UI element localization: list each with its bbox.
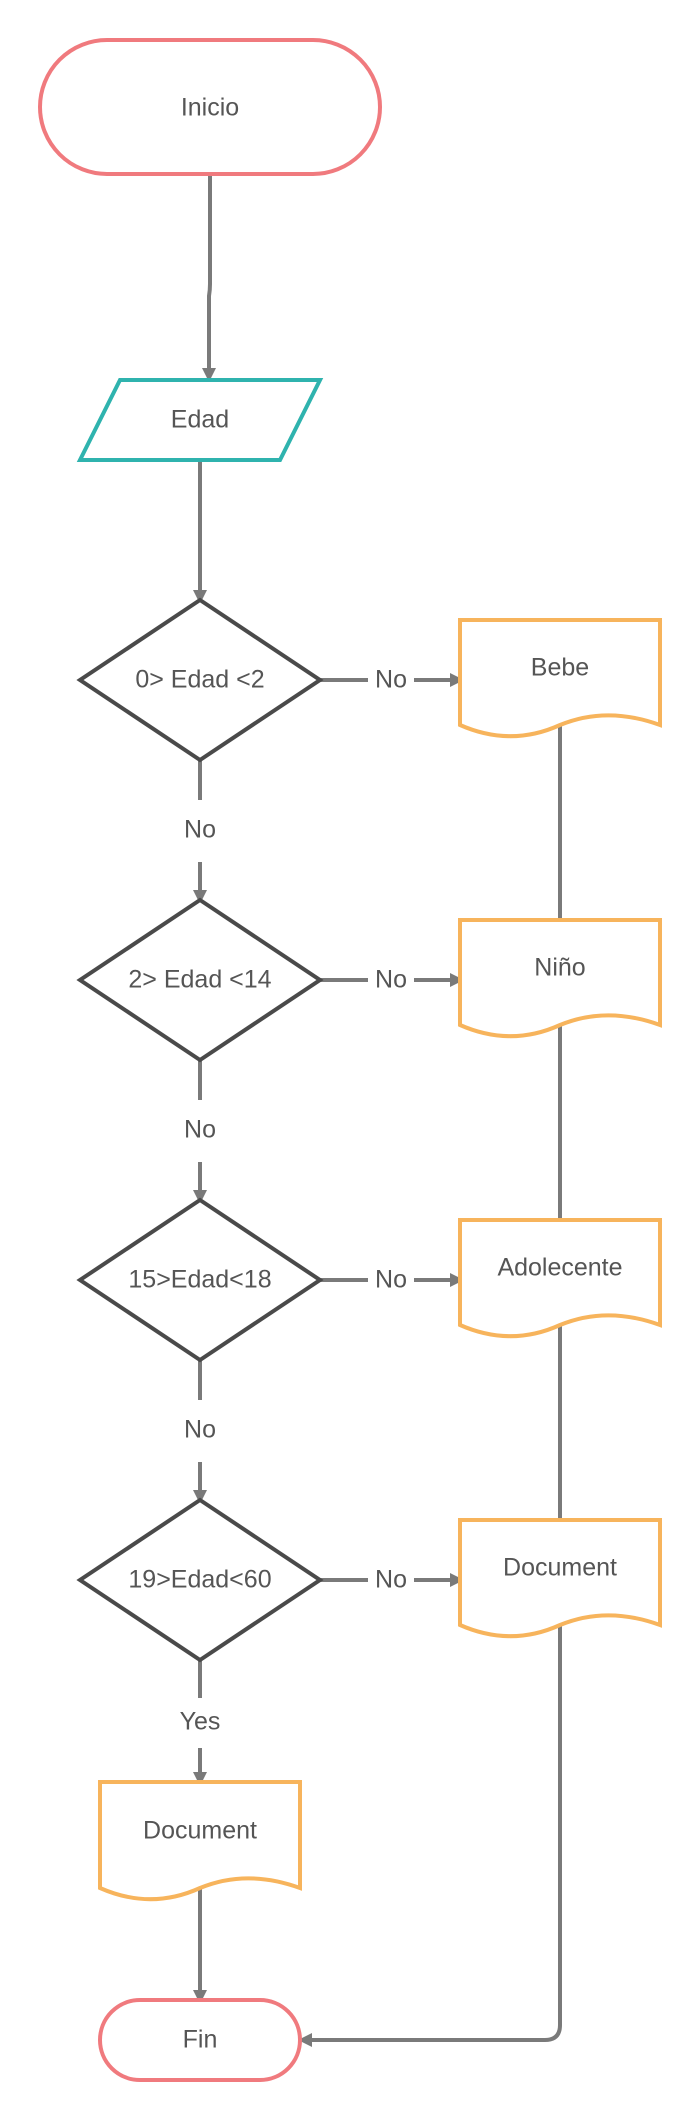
end-label: Fin: [183, 2026, 218, 2054]
start-terminal[interactable]: Inicio: [38, 38, 382, 176]
decision-1-label: 0> Edad <2: [135, 666, 264, 694]
edge-label-d3-down: No: [184, 1416, 216, 1444]
input-label: Edad: [171, 406, 229, 434]
decision-1[interactable]: 0> Edad <2: [76, 597, 324, 763]
edge-docs-to-end: [298, 725, 562, 2047]
decision-3-label: 15>Edad<18: [128, 1266, 271, 1294]
document-right-4[interactable]: Document: [458, 1518, 662, 1639]
edge-label-d2-down: No: [184, 1116, 216, 1144]
start-label: Inicio: [181, 94, 239, 122]
edge-label-d1-right: No: [375, 666, 407, 694]
edge-label-d2-right: No: [375, 966, 407, 994]
decision-2[interactable]: 2> Edad <14: [76, 897, 324, 1063]
end-terminal[interactable]: Fin: [98, 1998, 302, 2082]
edge-label-d4-right: No: [375, 1566, 407, 1594]
decision-3[interactable]: 15>Edad<18: [76, 1197, 324, 1363]
document-adolecente-label: Adolecente: [497, 1254, 622, 1282]
edge-start-to-input: [202, 176, 216, 382]
document-right-4-label: Document: [503, 1554, 617, 1582]
input-parallelogram[interactable]: Edad: [76, 378, 324, 462]
document-bottom-label: Document: [143, 1817, 257, 1845]
decision-4-label: 19>Edad<60: [128, 1566, 271, 1594]
document-adolecente[interactable]: Adolecente: [458, 1218, 662, 1339]
edge-labels: No No No No No No No Yes: [180, 666, 407, 1736]
document-nino[interactable]: Niño: [458, 918, 662, 1039]
decision-2-label: 2> Edad <14: [128, 966, 271, 994]
connectors: [193, 176, 562, 2047]
document-bebe-label: Bebe: [531, 654, 589, 682]
document-bottom[interactable]: Document: [98, 1780, 302, 1902]
edge-label-d3-right: No: [375, 1266, 407, 1294]
document-bebe[interactable]: Bebe: [458, 618, 662, 739]
decision-4[interactable]: 19>Edad<60: [76, 1497, 324, 1663]
edge-label-d4-down: Yes: [180, 1708, 221, 1736]
edge-label-d1-down: No: [184, 816, 216, 844]
document-nino-label: Niño: [534, 954, 585, 982]
